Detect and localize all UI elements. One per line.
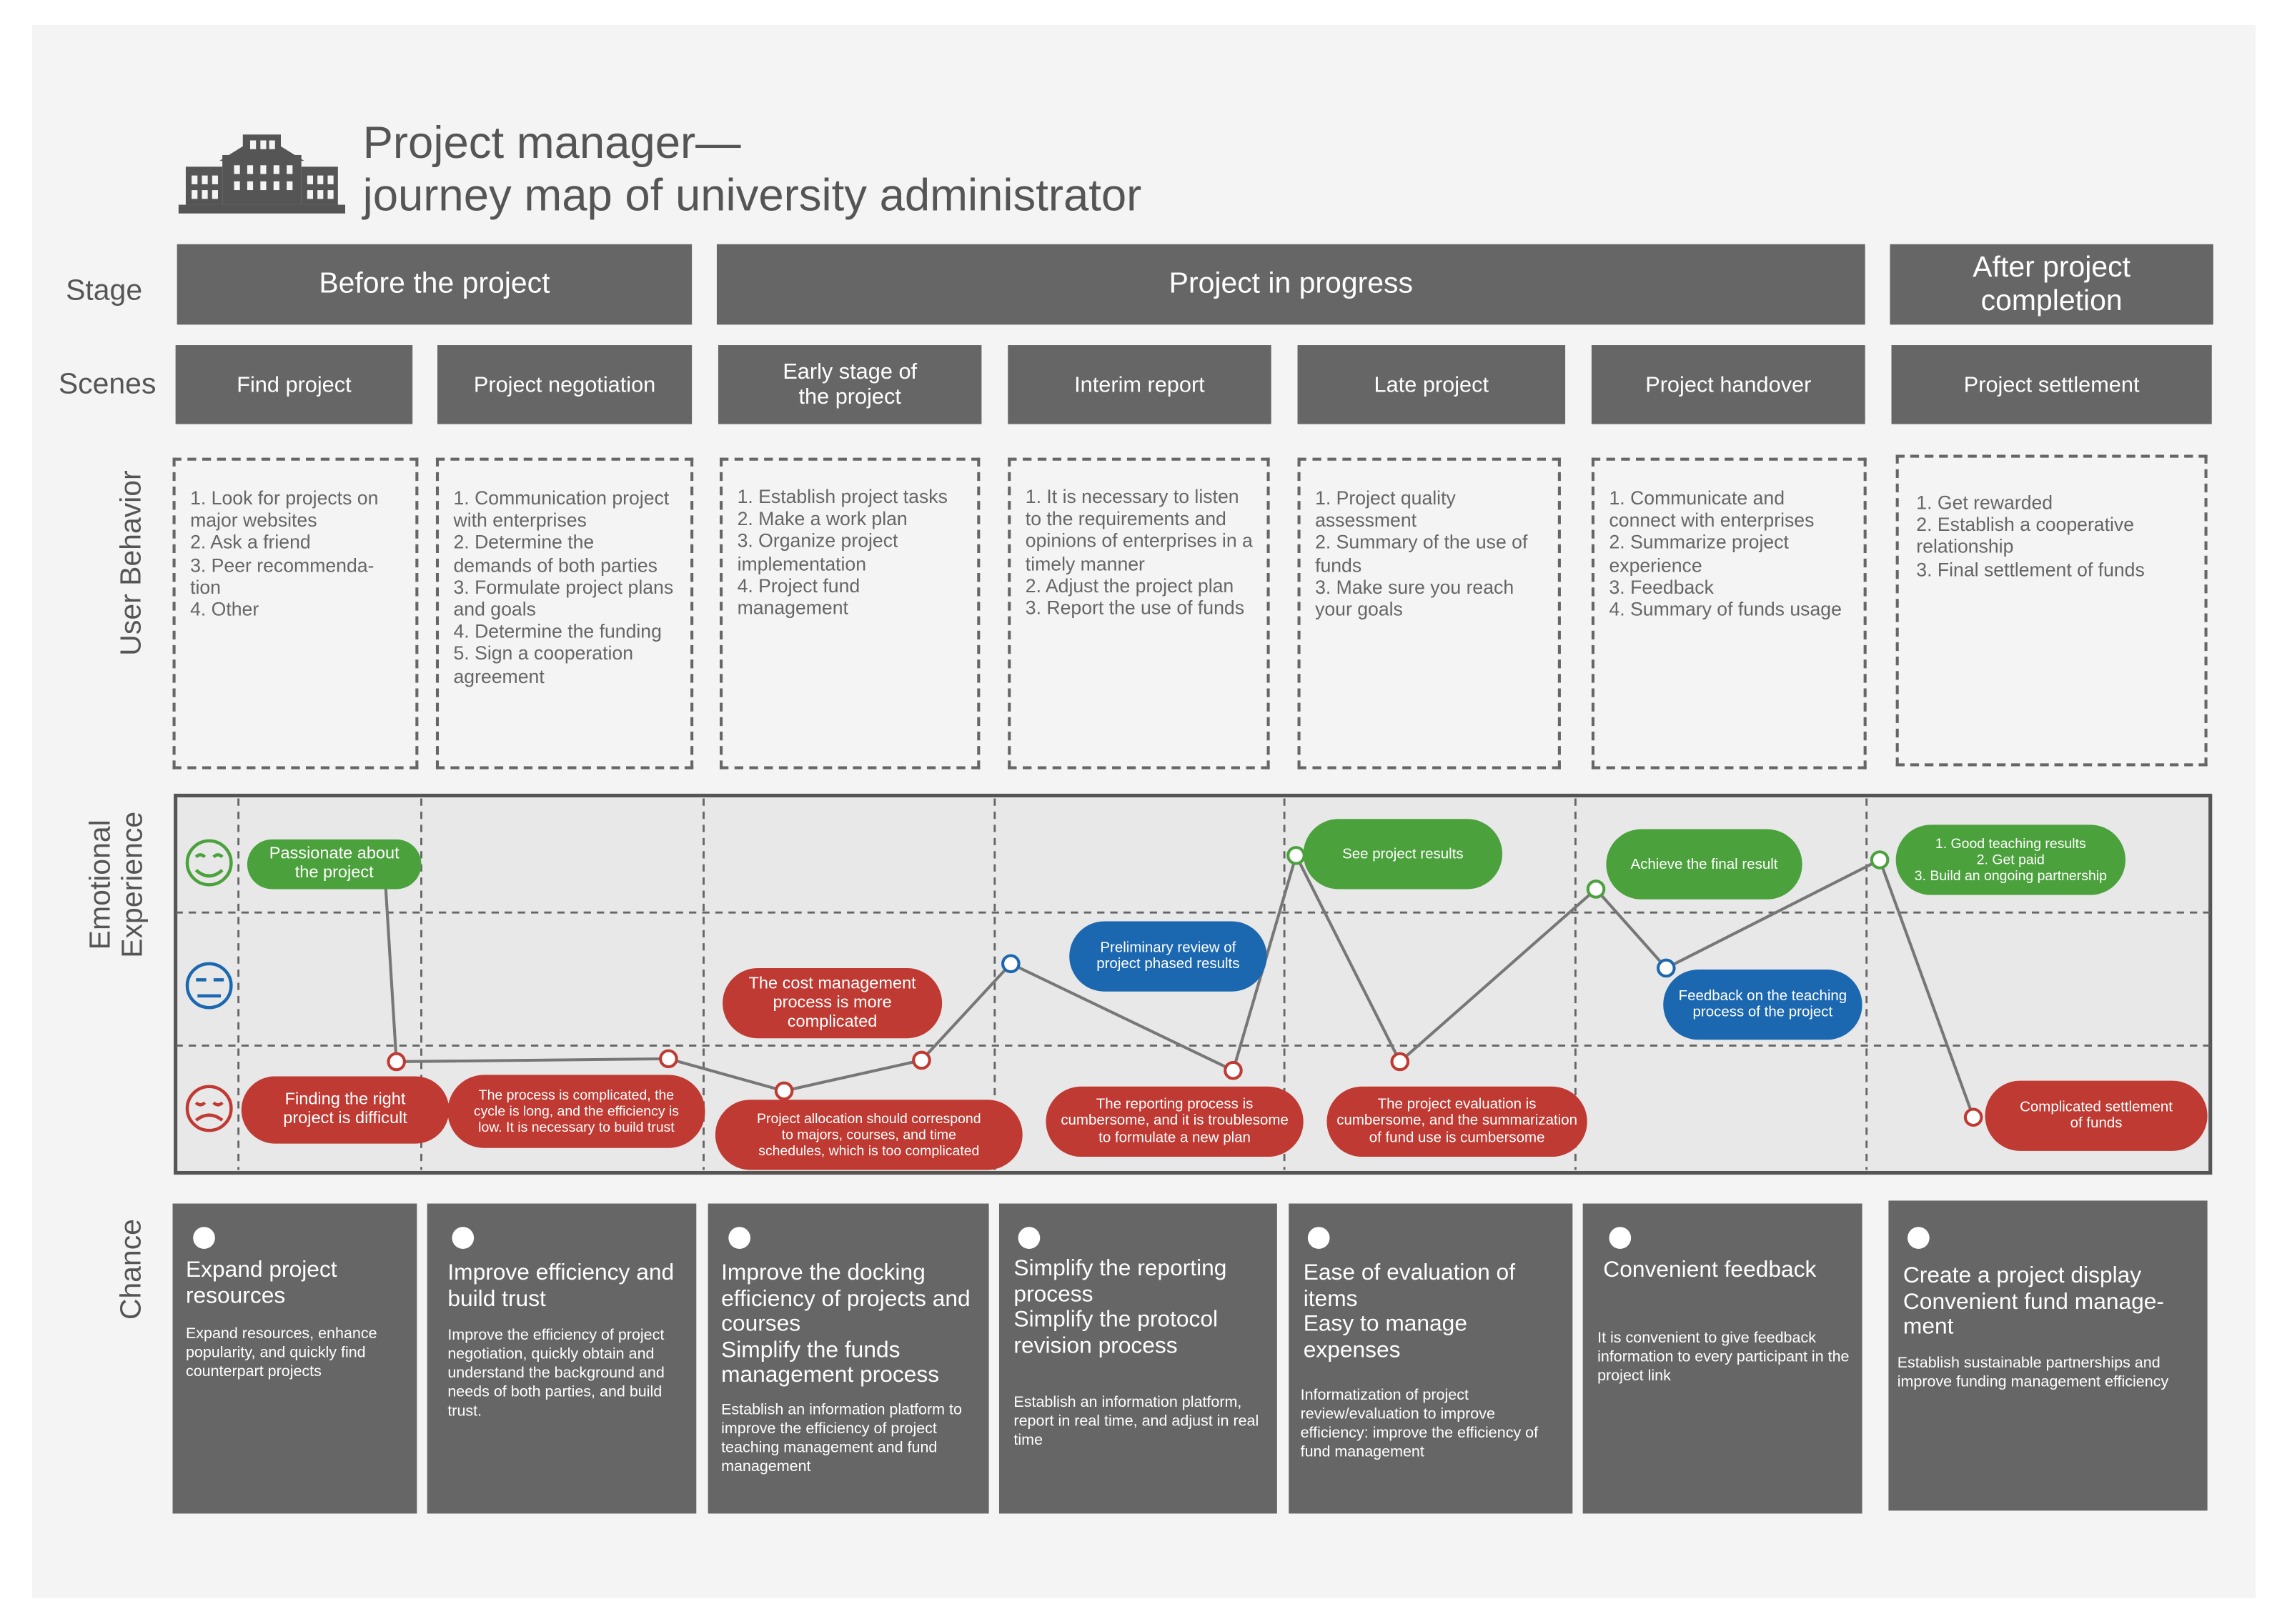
chance-title: Expand project resources [185,1257,337,1308]
emotion-point [912,1050,931,1070]
behavior-project-handover: 1. Communicate and connect with enterpri… [1591,457,1867,769]
emotion-point [1224,1060,1243,1080]
emotion-note: Project allocation should correspond to … [715,1100,1023,1170]
title-line-2: journey map of university administrator [362,169,1142,221]
behavior-late-project: 1. Project quality assessment 2. Summary… [1297,457,1561,769]
emotion-point [1390,1052,1410,1072]
emotion-note: Achieve the final result [1606,829,1802,900]
emotion-note: Passionate about the project [247,839,422,890]
chance-description: Improve the efficiency of project negoti… [447,1326,665,1420]
scene-project-negotiation: Project negotiation [437,345,693,424]
emotion-point [387,1052,406,1072]
emotion-point [659,1049,678,1069]
row-label-stage: Stage [66,274,143,307]
chance-title: Ease of evaluation of items Easy to mana… [1303,1260,1516,1363]
emotion-note: Complicated settlement of funds [1985,1080,2208,1151]
bullet-dot-icon [193,1227,215,1249]
scene-find-project: Find project [175,345,413,424]
emotion-point [1001,954,1021,974]
university-building-icon [178,134,346,214]
emotion-note: Finding the right project is difficult [241,1076,450,1144]
emotion-point [1286,846,1306,865]
emotion-point [774,1081,794,1101]
emotion-note: See project results [1303,819,1503,890]
bullet-dot-icon [1609,1227,1632,1249]
chance-description: It is convenient to give feedback inform… [1597,1329,1850,1385]
emotion-note: The reporting process is cumbersome, and… [1046,1086,1304,1157]
row-label-scenes: Scenes [58,368,157,401]
emotion-note: The process is complicated, the cycle is… [447,1075,705,1148]
emotion-point [1870,850,1890,870]
scene-early-stage: Early stage of the project [718,345,982,424]
scene-interim-report: Interim report [1008,345,1271,424]
chance-title: Simplify the reporting process Simplify … [1013,1256,1227,1358]
emotion-point [1963,1107,1983,1127]
sad-face-icon [185,1085,233,1132]
stage-label: Project in progress [1169,267,1413,300]
chance-card-project-handover: Convenient feedback It is convenient to … [1582,1203,1862,1514]
chance-description: Establish sustainable partnerships and i… [1897,1354,2169,1391]
stage-in-progress: Project in progress [716,244,1865,325]
chance-title: Improve efficiency and build trust [447,1260,675,1311]
emotion-note: Feedback on the teaching process of the … [1663,970,1862,1040]
chance-card-early-stage: Improve the docking efficiency of projec… [708,1203,989,1514]
bullet-dot-icon [1307,1227,1330,1249]
behavior-find-project: 1. Look for projects on major websites 2… [172,457,419,769]
chance-card-project-negotiation: Improve efficiency and build trust Impro… [427,1203,697,1514]
emotion-note: Preliminary review of project phased res… [1069,921,1267,992]
behavior-interim-report: 1. It is necessary to listen to the requ… [1008,457,1270,769]
chance-title: Convenient feedback [1603,1257,1817,1283]
chance-card-find-project: Expand project resources Expand resource… [172,1203,417,1514]
bullet-dot-icon [1908,1227,1930,1249]
stage-label: After project completion [1973,251,2130,317]
chance-description: Informatization of project review/evalua… [1300,1386,1539,1461]
stage-label: Before the project [319,267,550,300]
bullet-dot-icon [1018,1227,1041,1249]
chance-title: Improve the docking efficiency of projec… [721,1260,971,1388]
emotion-points [387,846,1983,1127]
emotion-note: The cost management process is more comp… [723,967,943,1039]
chance-title: Create a project display Convenient fund… [1903,1263,2164,1340]
chance-description: Establish an information platform, repor… [1013,1393,1259,1450]
behavior-early-stage: 1. Establish project tasks 2. Make a wor… [720,457,981,769]
behavior-project-negotiation: 1. Communication project with enterprise… [435,457,694,769]
emotion-note: The project evaluation is cumbersome, an… [1326,1086,1587,1157]
scene-late-project: Late project [1297,345,1566,424]
bullet-dot-icon [728,1227,751,1249]
happy-face-icon [185,839,233,887]
emotion-point [1586,880,1606,899]
chance-card-late-project: Ease of evaluation of items Easy to mana… [1289,1203,1573,1514]
title-line-1: Project manager— [362,116,741,169]
neutral-face-icon [185,962,233,1010]
emotion-note: 1. Good teaching results 2. Get paid 3. … [1895,825,2126,895]
emotion-point [1657,958,1676,978]
chance-card-interim-report: Simplify the reporting process Simplify … [998,1203,1277,1514]
bullet-dot-icon [452,1227,475,1249]
behavior-project-settlement: 1. Get rewarded 2. Establish a cooperati… [1895,454,2208,767]
scene-project-settlement: Project settlement [1891,345,2212,424]
chance-card-project-settlement: Create a project display Convenient fund… [1888,1200,2208,1511]
stage-after: After project completion [1890,244,2213,325]
scene-project-handover: Project handover [1591,345,1865,424]
stage-before: Before the project [177,244,693,325]
chance-description: Establish an information platform to imp… [721,1400,962,1476]
chance-description: Expand resources, enhance popularity, an… [185,1325,377,1381]
